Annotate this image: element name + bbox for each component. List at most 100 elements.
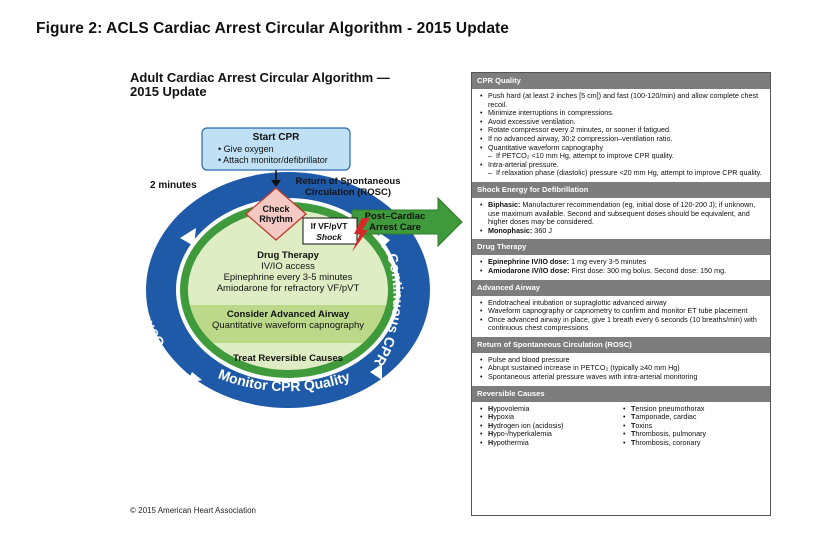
reversible-cause-item: Hydrogen ion (acidosis) bbox=[480, 420, 621, 431]
cpr-quality-item: If no advanced airway, 30:2 compression–… bbox=[480, 134, 764, 144]
cpr-quality-item: Rotate compressor every 2 minutes, or so… bbox=[480, 126, 764, 135]
list-item-text: ypo-/hyperkalemia bbox=[493, 429, 552, 439]
list-item-bold: H bbox=[488, 412, 494, 422]
post-arrest-line2: Arrest Care bbox=[369, 222, 421, 233]
list-item-text: hrombosis, pulmonary bbox=[635, 429, 707, 439]
ring-arrow-left-icon bbox=[180, 228, 196, 246]
reversible-causes-header: Reversible Causes bbox=[472, 385, 770, 402]
list-item-text: ension pneumothorax bbox=[635, 403, 705, 413]
reversible-cause-item: Hypo-/hyperkalemia bbox=[480, 429, 621, 439]
post-arrest-line1: Post–Cardiac bbox=[365, 211, 426, 222]
cpr-quality-item: Minimize interruptions in compressions. bbox=[480, 109, 764, 118]
list-item-text: 1 mg every 3-5 minutes bbox=[569, 257, 647, 267]
list-item-text: ypoxia bbox=[493, 412, 514, 422]
reversible-causes-body: HypovolemiaHypoxiaHydrogen ion (acidosis… bbox=[472, 402, 770, 452]
advanced-airway-list: Endotracheal intubation or supraglottic … bbox=[478, 298, 764, 333]
airway-title: Consider Advanced Airway bbox=[227, 309, 350, 320]
check-rhythm-diamond bbox=[245, 187, 307, 241]
algorithm-title: Adult Cardiac Arrest Circular Algorithm … bbox=[130, 71, 430, 99]
reversible-causes-h-list: HypovolemiaHypoxiaHydrogen ion (acidosis… bbox=[478, 403, 621, 448]
cpr-quality-item: Quantitative waveform capnography bbox=[480, 143, 764, 153]
airway-line1: Quantitative waveform capnography bbox=[212, 320, 364, 331]
drug-therapy-item: Amiodarone IV/IO dose: First dose: 300 m… bbox=[480, 265, 764, 276]
list-item-bold: H bbox=[488, 403, 494, 413]
cpr-quality-item: Push hard (at least 2 inches [5 cm]) and… bbox=[480, 91, 764, 109]
shock-energy-item: Monophasic: 360 J bbox=[480, 225, 764, 236]
drug-therapy-title: Drug Therapy bbox=[257, 250, 319, 261]
drug-therapy-list: Epinephrine IV/IO dose: 1 mg every 3-5 m… bbox=[478, 257, 764, 276]
ring-arrow-bottom-left-icon bbox=[186, 372, 202, 384]
list-item-text: First dose: 300 mg bolus. Second dose: 1… bbox=[569, 265, 727, 275]
list-item-bold: T bbox=[631, 403, 636, 413]
drug-therapy-body: Epinephrine IV/IO dose: 1 mg every 3-5 m… bbox=[472, 255, 770, 279]
airway-panel bbox=[188, 305, 388, 343]
reversible-cause-item: Hypoxia bbox=[480, 412, 621, 422]
rosc-body: Pulse and blood pressureAbrupt sustained… bbox=[472, 353, 770, 386]
list-item-bold: Epinephrine IV/IO dose: bbox=[488, 257, 570, 267]
drug-therapy-line3: Amiodarone for refractory VF/pVT bbox=[217, 283, 360, 294]
algorithm-title-line2: 2015 Update bbox=[130, 84, 207, 99]
reference-panel: CPR Quality Push hard (at least 2 inches… bbox=[471, 72, 771, 516]
rosc-header: Return of Spontaneous Circulation (ROSC) bbox=[472, 336, 770, 353]
list-item-bold: Monophasic: bbox=[488, 225, 533, 235]
shock-label-line2: Shock bbox=[316, 232, 343, 242]
shock-energy-header: Shock Energy for Defibrillation bbox=[472, 181, 770, 198]
list-item-bold: H bbox=[488, 420, 494, 430]
list-item-bold: Amiodarone IV/IO dose: bbox=[488, 265, 570, 275]
start-arrow-icon bbox=[271, 180, 281, 187]
list-item-bold: T bbox=[631, 412, 636, 422]
shock-energy-list: Biphasic: Manufacturer recommendation (e… bbox=[478, 199, 764, 236]
list-item-text: ydrogen ion (acidosis) bbox=[493, 420, 564, 430]
cpr-quality-item: Avoid excessive ventilation. bbox=[480, 117, 764, 127]
reversible-cause-item: Thrombosis, coronary bbox=[623, 438, 764, 448]
list-item-text: 360 J bbox=[532, 225, 552, 235]
circular-algorithm-diagram: Continuous CPR Continuous CPR Monitor CP… bbox=[126, 127, 463, 408]
reversible-title: Treat Reversible Causes bbox=[233, 353, 343, 364]
rosc-list: Pulse and blood pressureAbrupt sustained… bbox=[478, 355, 764, 382]
drug-therapy-header: Drug Therapy bbox=[472, 239, 770, 256]
cpr-quality-list: Push hard (at least 2 inches [5 cm]) and… bbox=[478, 91, 764, 178]
list-item-bold: Biphasic: bbox=[488, 199, 521, 209]
shock-energy-item: Biphasic: Manufacturer recommendation (e… bbox=[480, 199, 764, 227]
reversible-cause-item: Hypovolemia bbox=[480, 403, 621, 414]
advanced-airway-item: Endotracheal intubation or supraglottic … bbox=[480, 298, 764, 308]
cpr-quality-item: If PETCO₂ <10 mm Hg, attempt to improve … bbox=[488, 152, 764, 161]
advanced-airway-item: Waveform capnography or capnometry to co… bbox=[480, 306, 764, 316]
check-rhythm-line1: Check bbox=[262, 204, 290, 214]
advanced-airway-header: Advanced Airway bbox=[472, 279, 770, 296]
list-item-text: oxins bbox=[635, 420, 653, 430]
list-item-text: ypovolemia bbox=[493, 403, 530, 413]
post-arrest-arrow bbox=[351, 196, 463, 248]
shock-energy-body: Biphasic: Manufacturer recommendation (e… bbox=[472, 198, 770, 239]
start-cpr-item-1: • Give oxygen bbox=[218, 144, 274, 154]
list-item-bold: T bbox=[631, 429, 636, 439]
start-cpr-title: Start CPR bbox=[253, 132, 300, 143]
reversible-cause-item: Hypothermia bbox=[480, 438, 621, 448]
list-item-text: ypothermia bbox=[493, 438, 529, 448]
drug-therapy-item: Epinephrine IV/IO dose: 1 mg every 3-5 m… bbox=[480, 257, 764, 267]
reversible-cause-item: Toxins bbox=[623, 420, 764, 431]
cpr-quality-item: If relaxation phase (diastolic) pressure… bbox=[488, 169, 764, 178]
reversible-cause-item: Thrombosis, pulmonary bbox=[623, 429, 764, 439]
cpr-quality-body: Push hard (at least 2 inches [5 cm]) and… bbox=[472, 89, 770, 182]
algorithm-title-line1: Adult Cardiac Arrest Circular Algorithm … bbox=[130, 70, 390, 85]
ring-arrow-bottom-right-icon bbox=[370, 364, 382, 380]
rosc-label-line1: Return of Spontaneous bbox=[295, 176, 400, 187]
drug-therapy-line1: IV/IO access bbox=[261, 261, 315, 272]
rosc-item: Pulse and blood pressure bbox=[480, 355, 764, 365]
list-item-text: hrombosis, coronary bbox=[635, 438, 701, 448]
drug-therapy-line2: Epinephrine every 3-5 minutes bbox=[224, 272, 353, 283]
list-item-bold: H bbox=[488, 438, 494, 448]
rosc-item: Abrupt sustained increase in PETCO₂ (typ… bbox=[480, 364, 764, 373]
advanced-airway-body: Endotracheal intubation or supraglottic … bbox=[472, 296, 770, 337]
reversible-cause-item: Tamponade, cardiac bbox=[623, 412, 764, 422]
list-item-bold: T bbox=[631, 438, 636, 448]
rosc-label-line2: Circulation (ROSC) bbox=[305, 187, 391, 198]
reversible-cause-item: Tension pneumothorax bbox=[623, 403, 764, 414]
two-minutes-label: 2 minutes bbox=[150, 180, 197, 191]
cpr-quality-header: CPR Quality bbox=[472, 73, 770, 89]
list-item-text: Manufacturer recommendation (eg, initial… bbox=[488, 199, 756, 227]
lightning-bolt-icon bbox=[352, 218, 370, 252]
cpr-quality-item: Intra-arterial pressure. bbox=[480, 160, 764, 170]
copyright: © 2015 American Heart Association bbox=[130, 506, 256, 515]
